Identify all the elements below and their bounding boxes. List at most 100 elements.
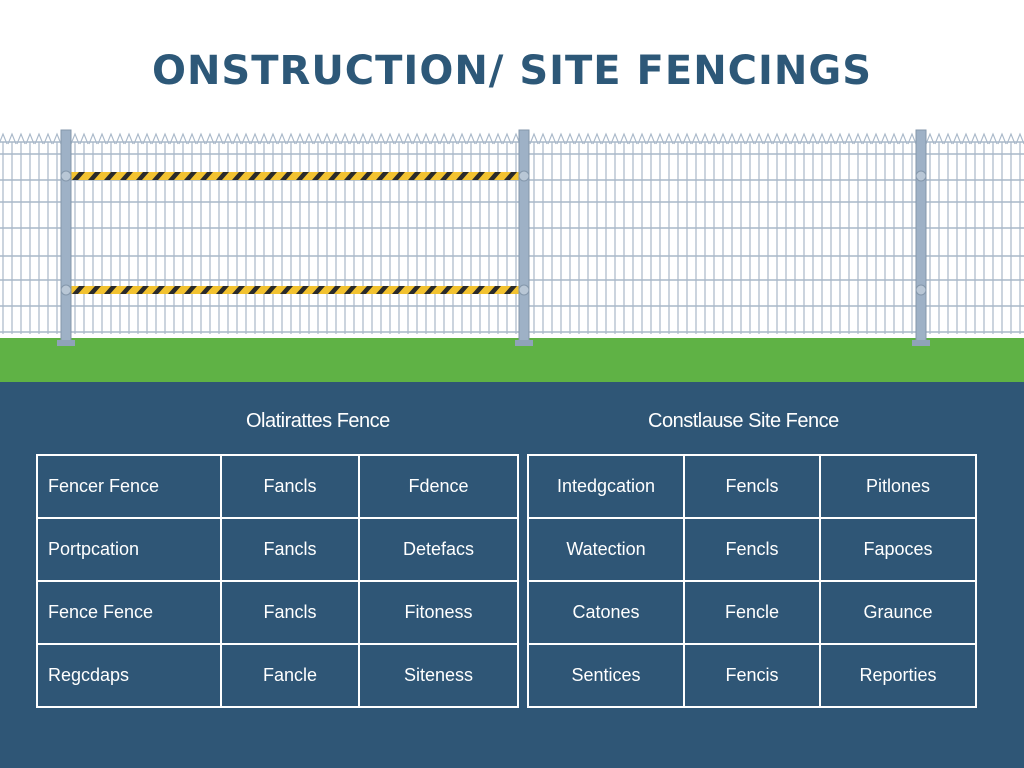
- hazard-stripe: [232, 286, 245, 294]
- fence-picket-tip: [232, 132, 242, 145]
- fence-picket-tip: [313, 132, 323, 145]
- fence-picket-tip: [556, 132, 566, 145]
- fence-picket-tip: [889, 132, 899, 145]
- fence-tables-panel: Olatirattes Fence Constlause Site Fence …: [0, 382, 1024, 768]
- hazard-stripe: [280, 172, 293, 180]
- fence-post-clamp: [518, 170, 530, 182]
- hazard-tape: [70, 172, 522, 180]
- fence-picket-tip: [358, 132, 368, 145]
- fence-picket-tip: [277, 132, 287, 145]
- fence-picket-tip: [970, 132, 980, 145]
- hazard-stripe: [504, 172, 517, 180]
- fence-picket-tip: [430, 132, 440, 145]
- fence-post-base: [912, 340, 930, 346]
- fence-picket-tip: [205, 132, 215, 145]
- fence-picket-tip: [466, 132, 476, 145]
- fence-picket-tip: [502, 132, 512, 145]
- table-cell: Pitlones: [819, 454, 977, 519]
- fence-picket-tip: [637, 132, 647, 145]
- fence-picket-tip: [628, 132, 638, 145]
- hazard-stripe: [408, 172, 421, 180]
- hazard-stripe: [232, 172, 245, 180]
- hazard-stripe: [72, 286, 85, 294]
- hazard-stripe: [104, 172, 117, 180]
- hazard-stripe: [440, 172, 453, 180]
- fence-picket-tip: [1015, 132, 1024, 145]
- table-row: Catones Fencle Graunce: [527, 580, 977, 645]
- table-row: Portpcation Fancls Detefacs: [36, 517, 519, 582]
- hazard-stripe: [392, 172, 405, 180]
- fence-picket-tip: [646, 132, 656, 145]
- table-cell: Fancle: [220, 643, 360, 708]
- fence-picket-tip: [844, 132, 854, 145]
- table-cell: Fencls: [683, 517, 821, 582]
- table-row: Regcdaps Fancle Siteness: [36, 643, 519, 708]
- fence-picket-tip: [7, 132, 17, 145]
- fence-picket-tip: [187, 132, 197, 145]
- table-cell: Watection: [527, 517, 685, 582]
- fence-picket-tip: [70, 132, 80, 145]
- hazard-stripe: [344, 172, 357, 180]
- hazard-stripe: [200, 286, 213, 294]
- fence-picket-tip: [223, 132, 233, 145]
- hazard-stripe: [344, 286, 357, 294]
- table-cell: Fencer Fence: [36, 454, 222, 519]
- fence-picket-tip: [340, 132, 350, 145]
- hazard-stripe: [88, 286, 101, 294]
- fence-picket-tip: [394, 132, 404, 145]
- fence-picket-tip: [619, 132, 629, 145]
- fence-picket-tip: [898, 132, 908, 145]
- hazard-stripe: [120, 286, 133, 294]
- hazard-stripe: [360, 172, 373, 180]
- hazard-stripe: [360, 286, 373, 294]
- fence-picket-tip: [106, 132, 116, 145]
- fence-picket-tip: [745, 132, 755, 145]
- table-row: Fence Fence Fancls Fitoness: [36, 580, 519, 645]
- fence-picket-tip: [781, 132, 791, 145]
- table-cell: Reporties: [819, 643, 977, 708]
- fence-picket-tip: [412, 132, 422, 145]
- hazard-stripe: [376, 172, 389, 180]
- table-cell: Sentices: [527, 643, 685, 708]
- hazard-stripe: [88, 172, 101, 180]
- table-cell: Fdence: [358, 454, 519, 519]
- fence-post-clamp: [915, 284, 927, 296]
- fence-picket-tip: [790, 132, 800, 145]
- grass-strip: [0, 338, 1024, 382]
- fence-picket-tip: [592, 132, 602, 145]
- fence-picket-tip: [331, 132, 341, 145]
- fence-posts: [57, 129, 930, 346]
- hazard-stripe: [136, 286, 149, 294]
- hazard-stripe: [456, 172, 469, 180]
- hazard-stripe: [248, 286, 261, 294]
- fence-picket-tip: [169, 132, 179, 145]
- fence-picket-tip: [979, 132, 989, 145]
- fence-post-clamp: [60, 170, 72, 182]
- fence-picket-tip: [574, 132, 584, 145]
- fence-picket-tip: [655, 132, 665, 145]
- hazard-stripe: [152, 172, 165, 180]
- fence-picket-tip: [988, 132, 998, 145]
- fence-picket-tip: [943, 132, 953, 145]
- fence-picket-tip: [250, 132, 260, 145]
- fence-mesh: [0, 132, 1024, 334]
- fence-picket-tip: [700, 132, 710, 145]
- fence-picket-tip: [259, 132, 269, 145]
- fence-picket-tip: [403, 132, 413, 145]
- table-cell: Fencis: [683, 643, 821, 708]
- hazard-stripe: [472, 172, 485, 180]
- hazard-stripe: [216, 286, 229, 294]
- fence-picket-tip: [961, 132, 971, 145]
- hazard-stripe: [264, 286, 277, 294]
- hazard-stripe: [104, 286, 117, 294]
- hazard-stripe: [392, 286, 405, 294]
- fence-picket-tip: [934, 132, 944, 145]
- hazard-stripe: [488, 172, 501, 180]
- fence-picket-tip: [196, 132, 206, 145]
- fence-post-base: [57, 340, 75, 346]
- table-cell: Fancls: [220, 454, 360, 519]
- table-cell: Detefacs: [358, 517, 519, 582]
- fence-post-base: [515, 340, 533, 346]
- fence-picket-tip: [421, 132, 431, 145]
- fence-picket-tip: [385, 132, 395, 145]
